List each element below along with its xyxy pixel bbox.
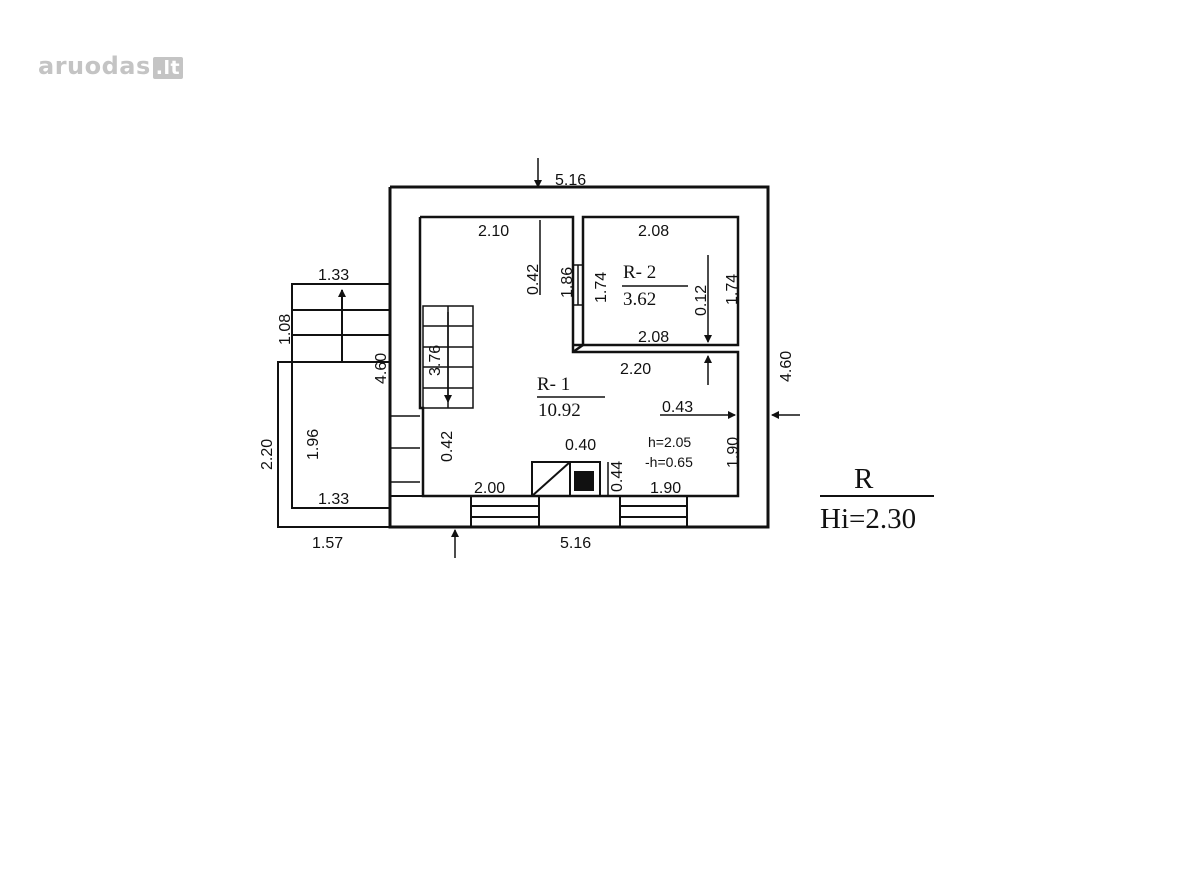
room-r2-label: R- 2 <box>623 262 656 283</box>
room-r2-outline <box>572 215 740 354</box>
dim-porch-top-depth: 1.08 <box>277 314 294 345</box>
room-r1-outline <box>418 215 740 498</box>
bottom-wall-openings <box>389 495 688 528</box>
partition-door <box>573 264 583 306</box>
dim-stove-depth: 0.44 <box>609 461 626 492</box>
dim-right-lower-height: 1.90 <box>725 437 742 468</box>
dim-top-total: 5.16 <box>555 172 586 189</box>
watermark-logo: aruodas.lt <box>38 52 184 80</box>
dim-right-total: 4.60 <box>778 351 795 382</box>
interior-staircase <box>422 305 474 409</box>
plan-legend: R Hi=2.30 <box>820 463 934 535</box>
room-r1-area: 10.92 <box>538 400 581 421</box>
height-h-neg: -h=0.65 <box>645 454 693 470</box>
dim-r2-bottom-width: 2.08 <box>638 329 669 346</box>
outer-walls <box>388 185 770 529</box>
dim-porch-top-width: 1.33 <box>318 267 349 284</box>
height-notes: h=2.05 -h=0.65 <box>645 434 693 470</box>
watermark-brand: aruodas <box>38 52 151 80</box>
exterior-porch <box>277 283 390 528</box>
room-labels: R- 1 10.92 R- 2 3.62 <box>537 262 688 421</box>
height-h: h=2.05 <box>648 434 691 450</box>
dimension-labels: 5.16 5.16 4.60 4.60 2.10 0.42 1.86 1.74 … <box>259 172 795 552</box>
legend-height: Hi=2.30 <box>820 503 916 535</box>
dim-r2-left-height: 1.74 <box>593 272 610 303</box>
dim-r2-top-width: 2.08 <box>638 223 669 240</box>
dim-r2-right-height: 1.74 <box>724 274 741 305</box>
watermark-tld: .lt <box>152 57 184 79</box>
dim-porch-bottom-width: 1.33 <box>318 491 349 508</box>
room-r1-label: R- 1 <box>537 374 570 395</box>
legend-code: R <box>854 463 874 495</box>
dim-stair-length: 3.76 <box>427 345 444 376</box>
stove <box>531 461 601 497</box>
dim-porch-outer-height: 2.20 <box>259 439 276 470</box>
dim-left-wall-gap: 0.42 <box>439 431 456 462</box>
dim-r1-top-width: 2.10 <box>478 223 509 240</box>
dimension-arrows <box>451 158 800 558</box>
dim-porch-outer-width: 1.57 <box>312 535 343 552</box>
dim-porch-inner-height: 1.96 <box>305 429 322 460</box>
wall-steps <box>389 415 420 483</box>
dim-r1-bottom-left: 2.00 <box>474 480 505 497</box>
dim-r1-mid-width: 2.20 <box>620 361 651 378</box>
dim-r1-bottom-right: 1.90 <box>650 480 681 497</box>
dim-r1-wall-gap: 0.42 <box>525 264 542 295</box>
dim-partition-height: 1.86 <box>559 267 576 298</box>
dim-left-inner: 4.60 <box>373 353 390 384</box>
dim-bottom-total: 5.16 <box>560 535 591 552</box>
dim-stove-width: 0.40 <box>565 437 596 454</box>
room-r2-area: 3.62 <box>623 289 656 310</box>
dim-niche-depth: 0.43 <box>662 399 693 416</box>
dim-r2-offset: 0.12 <box>693 285 710 316</box>
